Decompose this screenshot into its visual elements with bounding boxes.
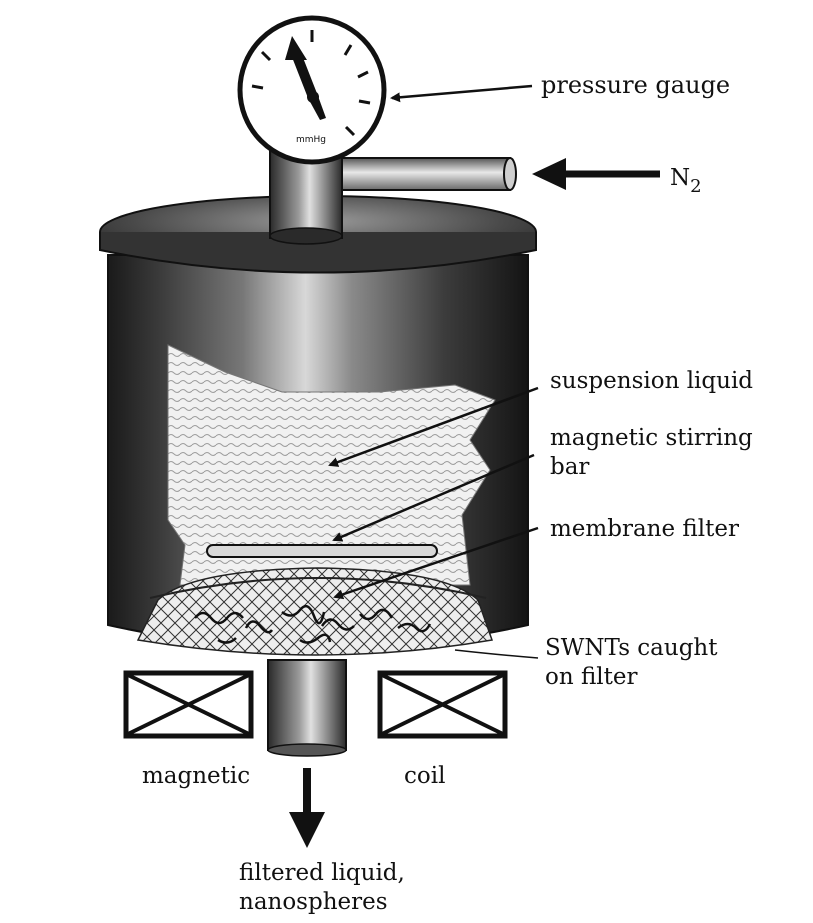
outlet-pipe-body — [267, 659, 347, 751]
magnetic-stirring-bar — [206, 544, 438, 558]
pressure-gauge: mmHg — [237, 15, 387, 165]
outlet-pipe — [267, 659, 347, 757]
label-swnts-line1: SWNTs caught — [545, 635, 718, 661]
gauge-needle — [290, 50, 326, 120]
suspension-liquid-arrow — [328, 386, 539, 467]
gauge-unit-label: mmHg — [296, 135, 326, 145]
magnetic-coil-left — [123, 670, 254, 739]
label-magnetic: magnetic — [142, 763, 250, 789]
n2-inlet-pipe — [341, 157, 517, 191]
label-coil: coil — [404, 763, 445, 789]
canister-lid-rim — [99, 232, 537, 274]
gauge-needle-tip — [285, 36, 307, 60]
side-pipe-body — [341, 157, 511, 191]
label-pressure-gauge: pressure gauge — [541, 71, 730, 99]
membrane-filter-arrow — [333, 526, 539, 600]
canister — [99, 195, 537, 656]
label-filtered-line2: nanospheres — [239, 889, 388, 915]
label-n2-subscript: 2 — [690, 176, 701, 197]
label-n2-main: N — [670, 165, 690, 191]
magnetic-coil-right — [377, 670, 508, 739]
label-suspension-liquid: suspension liquid — [550, 368, 753, 394]
label-filtered-line1: filtered liquid, — [239, 860, 405, 886]
stirring-bar-arrow — [332, 453, 535, 542]
outlet-pipe-end — [267, 743, 347, 757]
swnt-squiggles — [194, 604, 432, 644]
membrane-filter-rim — [149, 577, 487, 599]
label-swnts-line2: on filter — [545, 664, 638, 690]
gauge-ticks — [251, 30, 371, 137]
side-pipe-end — [503, 157, 517, 191]
label-magnetic-stirring-line1: magnetic stirring — [550, 425, 753, 451]
label-n2: N2 — [670, 165, 702, 197]
n2-arrow — [532, 158, 660, 190]
swnt-mesh-region — [136, 567, 494, 656]
label-membrane-filter: membrane filter — [550, 516, 739, 542]
label-magnetic-stirring-line2: bar — [550, 454, 589, 480]
pressure-gauge-arrow — [390, 84, 533, 103]
top-pipe-base — [269, 227, 343, 245]
gauge-pivot — [307, 91, 319, 103]
filtered-liquid-arrow — [289, 768, 325, 848]
swnts-pointer-line — [454, 649, 539, 659]
top-pipe-body — [269, 149, 343, 239]
top-pipe — [269, 149, 343, 245]
